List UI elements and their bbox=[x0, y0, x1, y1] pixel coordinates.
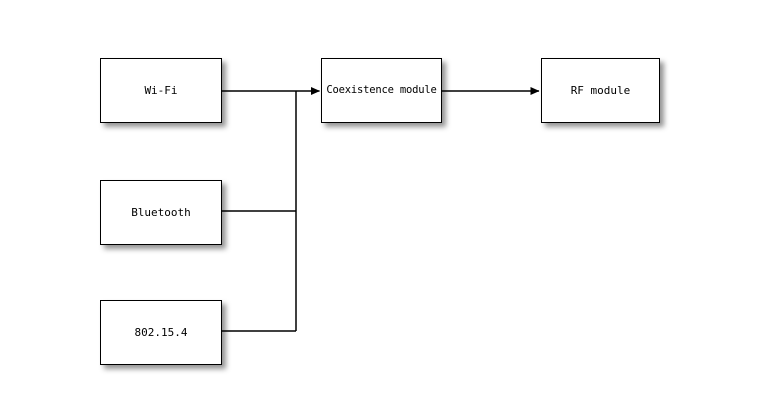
node-bluetooth[interactable]: Bluetooth bbox=[100, 180, 222, 245]
node-802-15-4[interactable]: 802.15.4 bbox=[100, 300, 222, 365]
node-rf-module-label: RF module bbox=[570, 84, 631, 97]
node-wifi[interactable]: Wi-Fi bbox=[100, 58, 222, 123]
node-wifi-label: Wi-Fi bbox=[144, 84, 178, 97]
node-coexistence-module[interactable]: Coexistence module bbox=[321, 58, 442, 123]
node-rf-module[interactable]: RF module bbox=[541, 58, 660, 123]
node-bluetooth-label: Bluetooth bbox=[131, 206, 191, 219]
node-coexistence-module-label: Coexistence module bbox=[326, 84, 437, 97]
node-802-15-4-label: 802.15.4 bbox=[134, 326, 188, 339]
